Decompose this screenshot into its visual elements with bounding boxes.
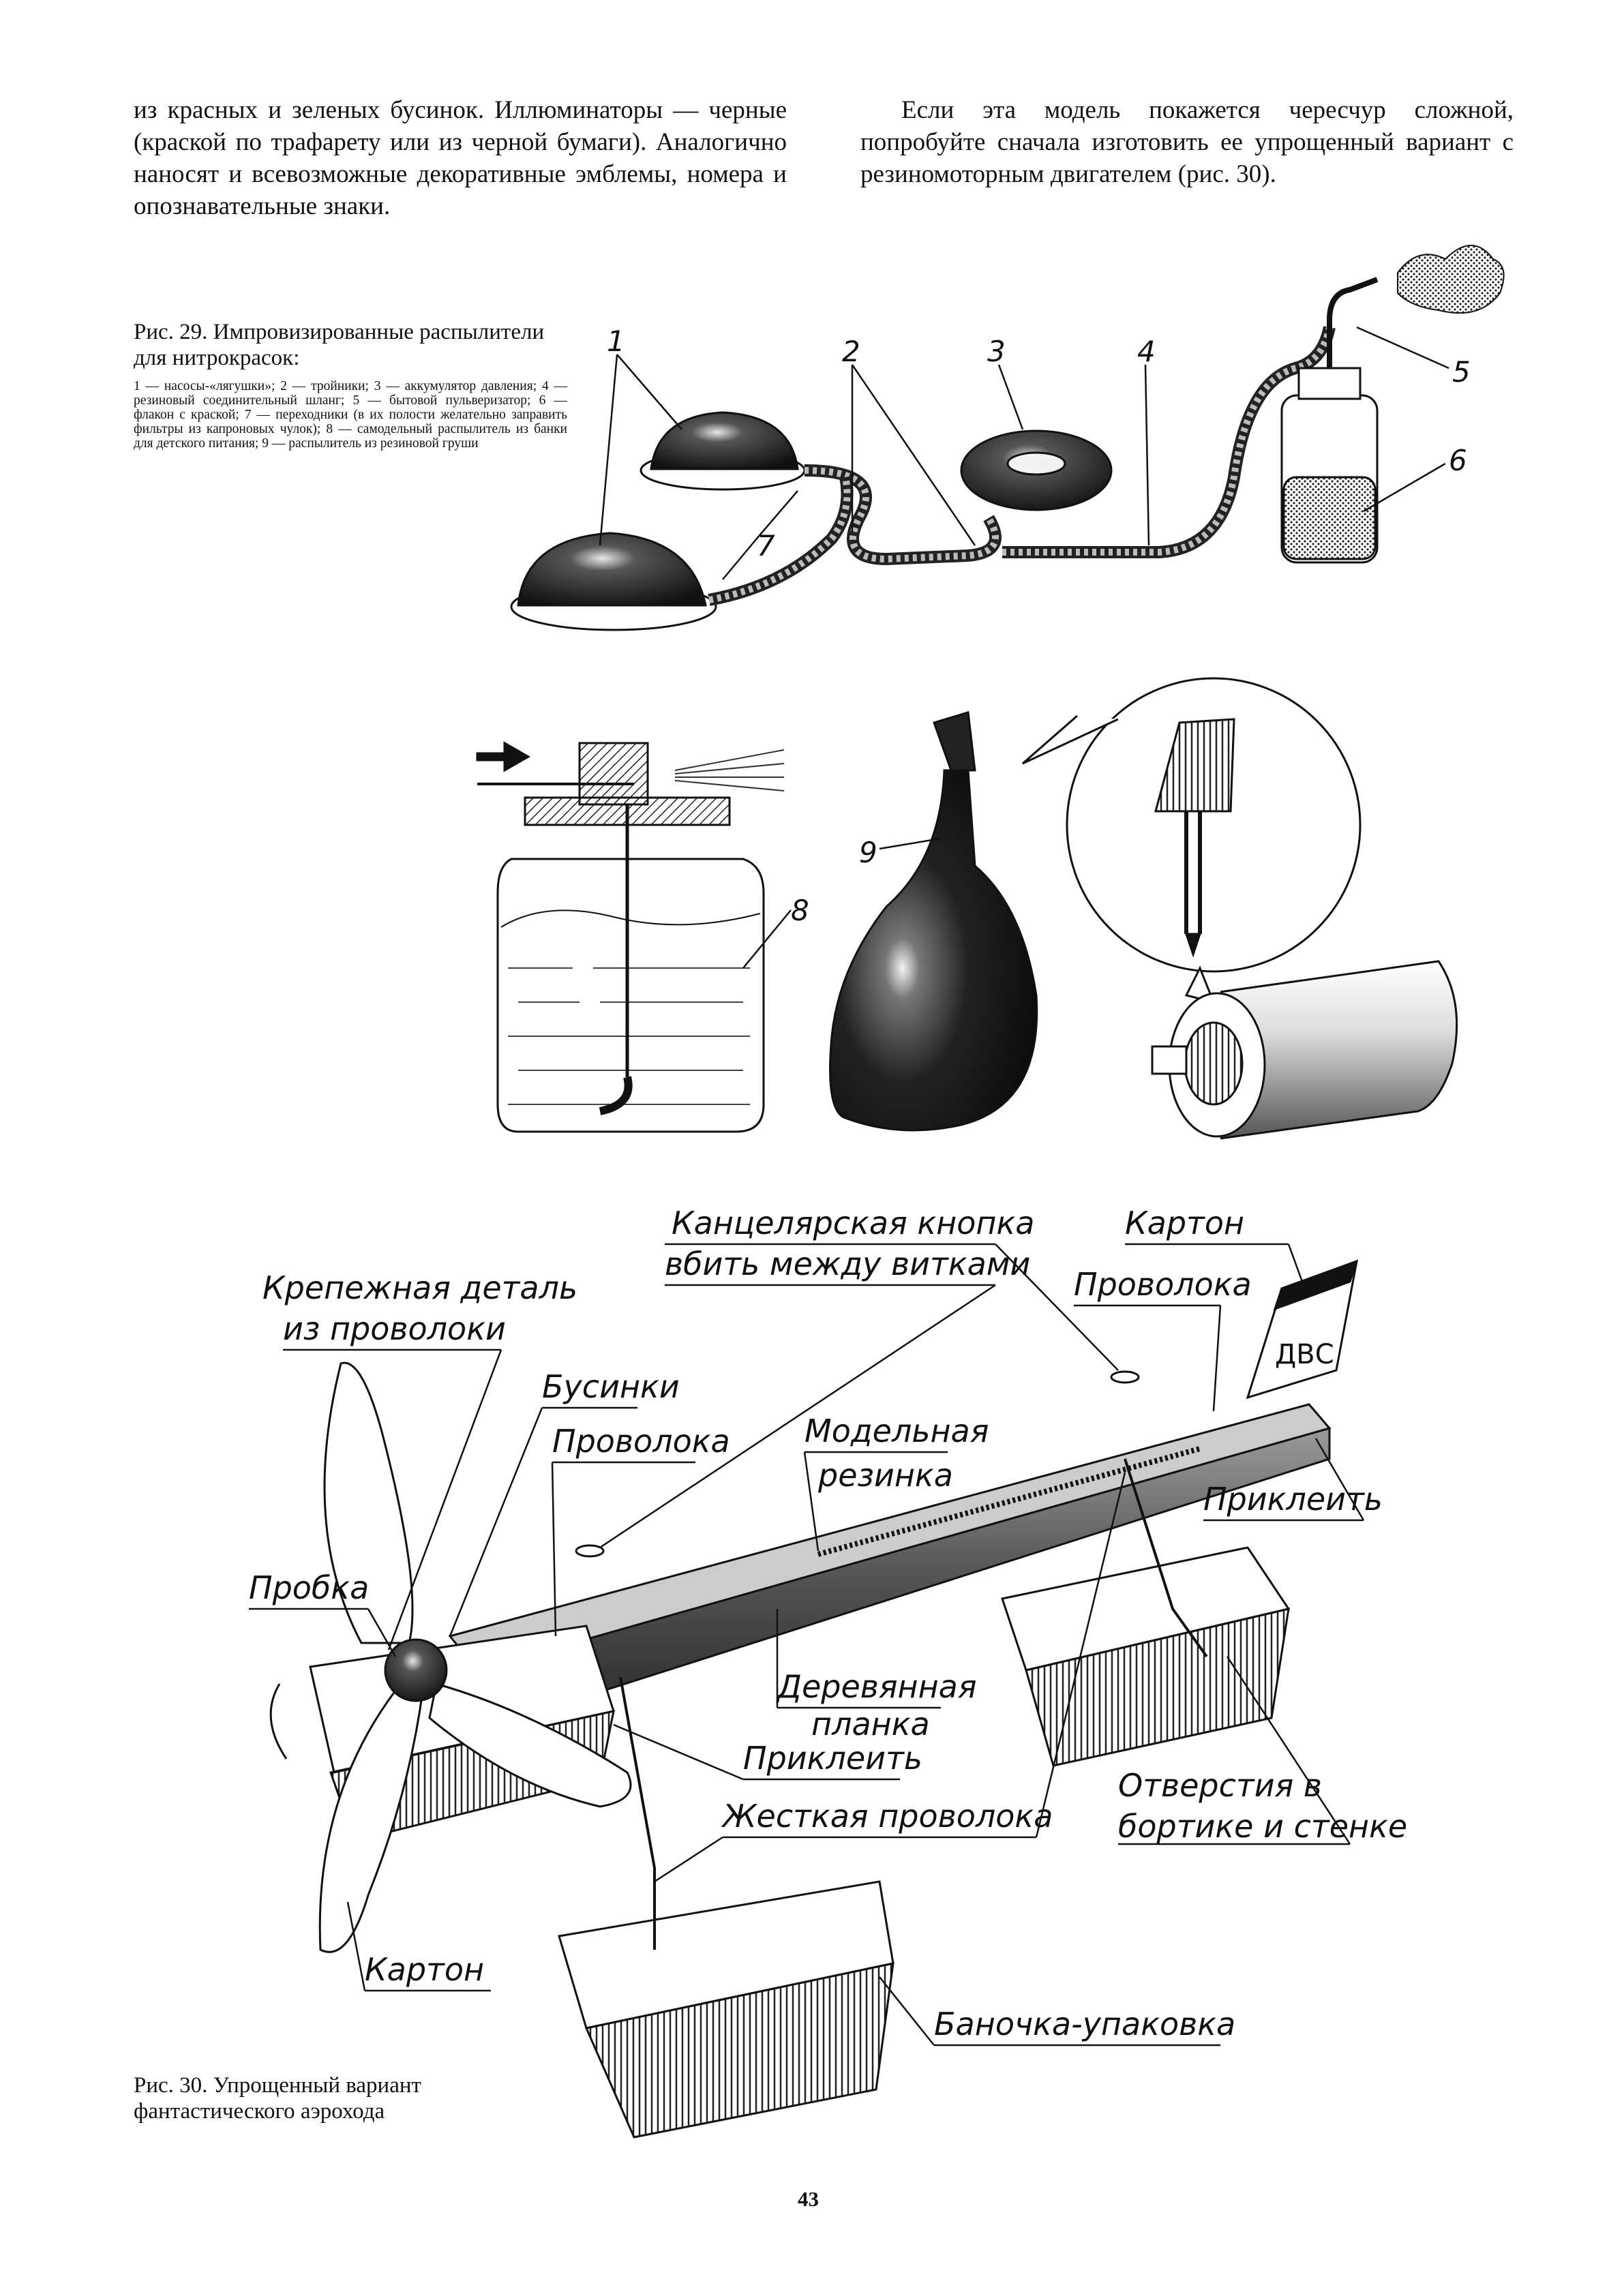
pump-dome-lower xyxy=(517,532,707,607)
fig30-leader-lines xyxy=(249,1243,1365,2047)
label-probka: Пробка xyxy=(249,1569,369,1606)
label-rezinka-1: Модельная xyxy=(805,1413,989,1449)
page-number: 43 xyxy=(798,2187,819,2211)
rubber-bulb xyxy=(829,769,1038,1132)
label-otverstiya-2: бортике и стенке xyxy=(1118,1808,1407,1845)
text-column-right: Если эта модель покажется чересчур сложн… xyxy=(860,94,1514,190)
fig29-caption: Рис. 29. Импровизированные распылители д… xyxy=(134,320,545,370)
text-column-left: из красных и зеленых бусинок. Иллюминато… xyxy=(134,94,787,222)
label-otverstiya-1: Отверстия в xyxy=(1118,1767,1322,1804)
spray-cloud xyxy=(1397,245,1505,314)
label-knopka-1: Канцелярская кнопка xyxy=(672,1205,1034,1241)
fig29-number-labels: 1 2 3 4 5 6 7 8 9 xyxy=(607,325,1471,927)
fig29-num-3: 3 xyxy=(987,335,1006,368)
svg-text:ДВС: ДВС xyxy=(1275,1339,1334,1370)
fig29-num-7: 7 xyxy=(757,529,775,562)
fig29-legend: 1 — насосы-«лягушки»; 2 — тройники; 3 — … xyxy=(134,379,567,451)
label-provoloka-left: Проволока xyxy=(552,1423,730,1460)
label-rezinka-2: резинка xyxy=(817,1457,953,1494)
hose-lower xyxy=(708,476,854,606)
label-planka-2: планка xyxy=(811,1706,930,1742)
fig29-jar-sprayer xyxy=(476,741,785,1133)
fig29-num-1: 1 xyxy=(607,325,625,358)
fig29-num-4: 4 xyxy=(1137,335,1156,368)
pump-dome-upper xyxy=(650,411,799,470)
fig29-num-6: 6 xyxy=(1449,444,1467,477)
label-knopka-2: вбить между витками xyxy=(665,1246,1030,1282)
fig29-rubber-bulb xyxy=(829,677,1458,1140)
fig29-num-2: 2 xyxy=(842,335,860,368)
nozzle-cap xyxy=(1154,718,1235,813)
label-karton-bottom: Картон xyxy=(365,1951,484,1988)
fig29-pump-assembly xyxy=(510,245,1505,631)
container-right xyxy=(1001,1546,1291,1767)
paragraph-right: Если эта модель покажется чересчур сложн… xyxy=(860,96,1514,188)
fig30-caption: Рис. 30. Упрощенный вариант фантастическ… xyxy=(134,2073,421,2124)
label-prikleit-bottom: Приклеить xyxy=(743,1740,922,1777)
label-krepezh-2: из проволоки xyxy=(283,1310,506,1347)
rubber-motor xyxy=(817,1446,1201,1557)
baby-food-jar xyxy=(496,858,765,1133)
fig29-num-8: 8 xyxy=(791,894,809,927)
paragraph-left: из красных и зеленых бусинок. Иллюминато… xyxy=(134,96,787,220)
label-zhestkaya: Жесткая проволока xyxy=(721,1798,1053,1835)
fig30-labels: Канцелярская кнопка вбить между витками … xyxy=(249,1205,1407,2042)
label-provoloka-top: Проволока xyxy=(1074,1266,1252,1303)
container-bottom xyxy=(558,1880,894,2139)
label-prikleit-right: Приклеить xyxy=(1203,1481,1383,1518)
fig29-num-5: 5 xyxy=(1452,355,1471,389)
spray-can xyxy=(1151,960,1458,1140)
propeller xyxy=(318,1361,632,1953)
fig29-leader-lines xyxy=(599,326,1449,969)
cork-hub xyxy=(384,1638,448,1702)
label-banochka: Баночка-упаковка xyxy=(934,2006,1235,2042)
fig29-num-9: 9 xyxy=(859,836,877,869)
label-karton-top: Картон xyxy=(1125,1205,1244,1241)
label-krepezh-1: Крепежная деталь xyxy=(262,1269,577,1306)
label-planka-1: Деревянная xyxy=(776,1668,977,1705)
label-businki: Бусинки xyxy=(542,1368,680,1405)
detail-callout xyxy=(1066,677,1362,973)
fig30-aerokhod: ДВС xyxy=(269,1259,1359,2139)
